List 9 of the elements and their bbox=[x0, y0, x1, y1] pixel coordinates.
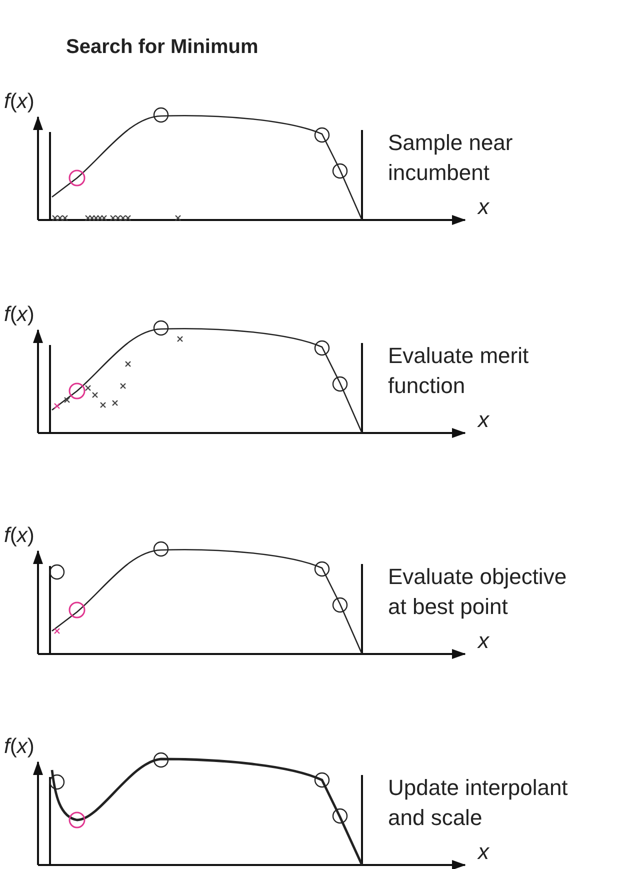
axis-label: x bbox=[478, 409, 489, 431]
axis-label: f(x) bbox=[4, 524, 34, 548]
axis-label: x bbox=[478, 841, 489, 863]
axis-label: f(x) bbox=[4, 303, 34, 327]
title: Search for Minimum bbox=[66, 36, 258, 59]
axis-label: f(x) bbox=[4, 90, 34, 114]
axis-label: f(x) bbox=[4, 735, 34, 759]
axis-label: x bbox=[478, 196, 489, 218]
axis-label: x bbox=[478, 630, 489, 652]
